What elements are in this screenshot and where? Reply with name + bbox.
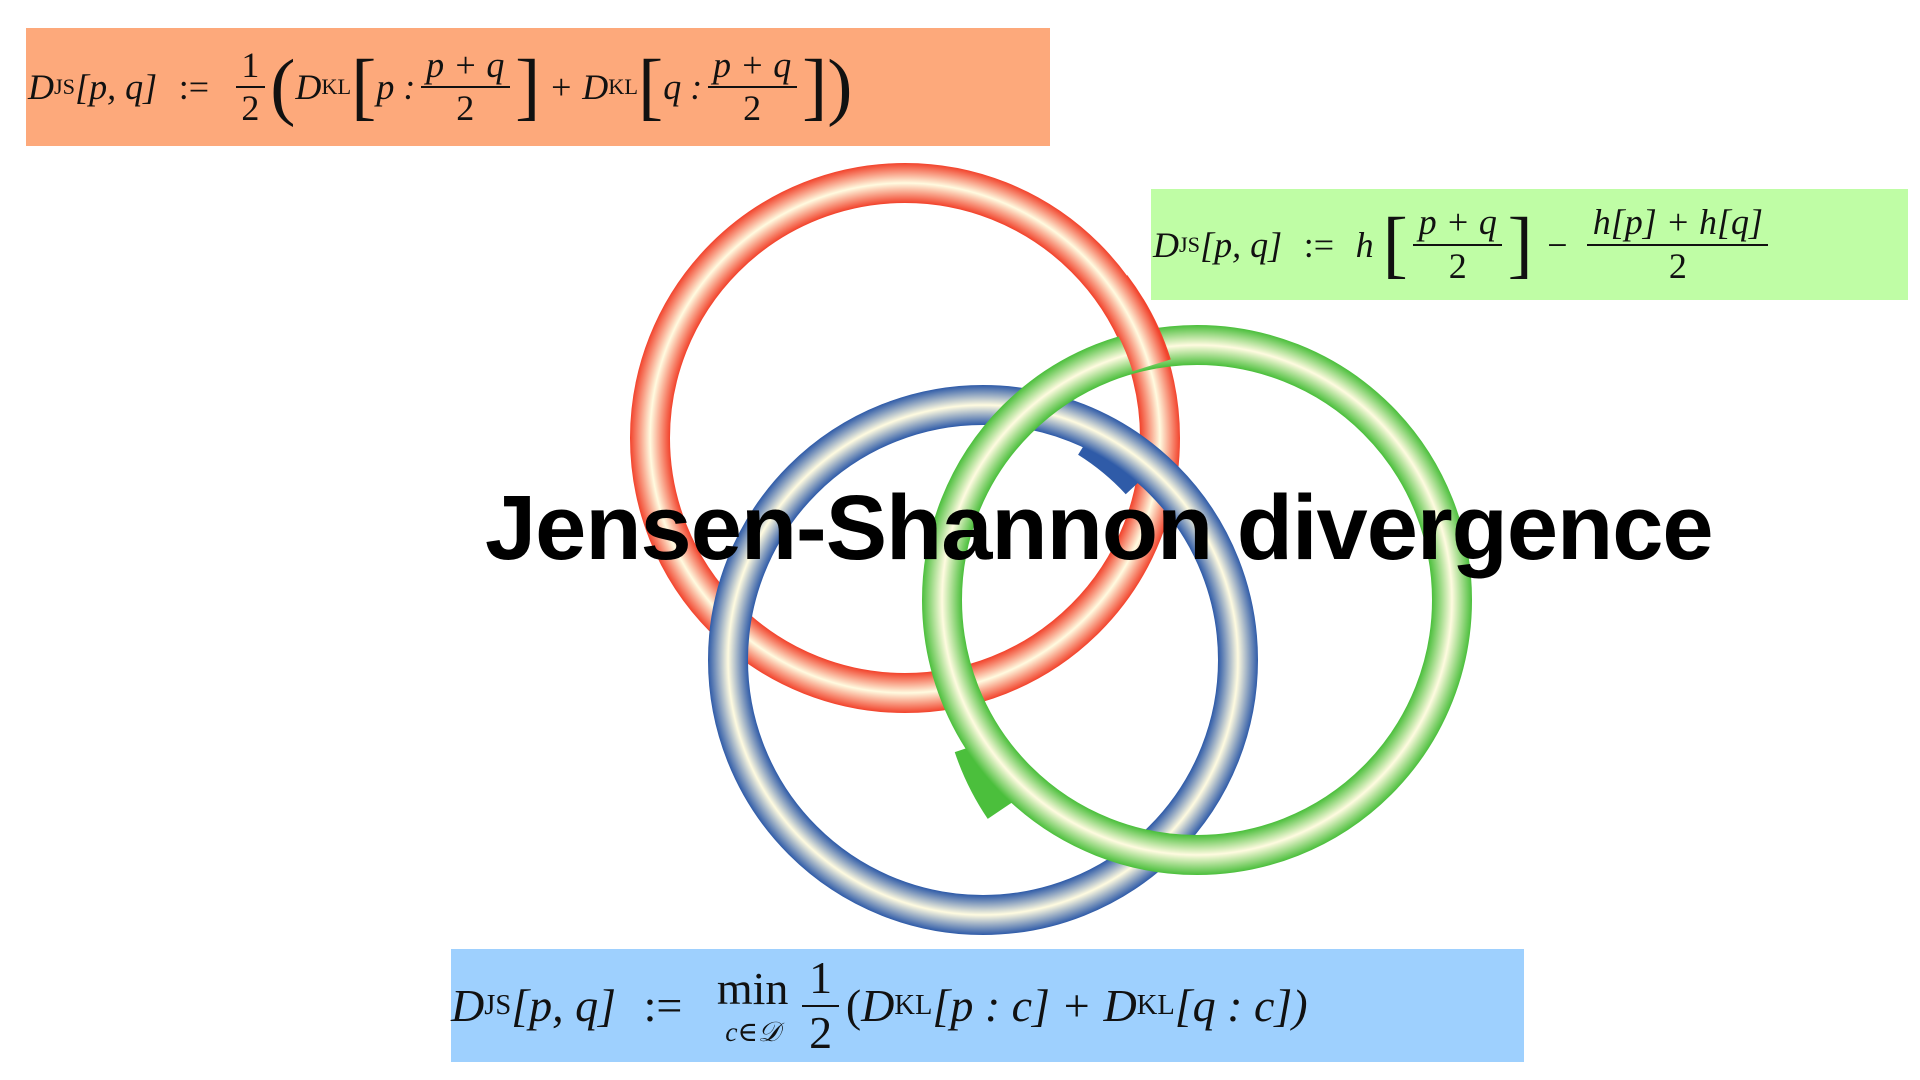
half-num: 1 [236,45,265,88]
mid-fraction-2: p + q 2 [707,45,797,130]
half-den: 2 [241,88,260,128]
lhs-sub: JS [484,989,512,1021]
green-ring [922,325,1472,875]
plus-symbol: + [551,67,572,107]
mid2-num: p + q [707,45,797,88]
mix-fraction: p + q 2 [1413,202,1503,287]
min-operator: min c∈𝒟 [717,962,789,1049]
blue-over-red-crossing [1077,420,1156,495]
green-over-blue-crossing [954,739,1022,819]
close-paren: ) [827,45,853,129]
mix-den: 2 [1448,245,1467,286]
min-word: min [716,963,789,1014]
half-num: 1 [802,952,839,1007]
term-1: [p : c] [932,980,1050,1031]
avg-den: 2 [1668,245,1687,286]
red-over-green-crossing [1095,275,1171,372]
mid2-den: 2 [743,88,762,128]
diagram-title: Jensen-Shannon divergence [485,477,1714,579]
lhs-args: [p, q] [511,980,617,1031]
open-bracket-2: [ [638,45,664,129]
close-bracket-1: ] [515,45,541,129]
avg-num: h[p] + h[q] [1587,202,1769,246]
close-bracket: ] [1507,202,1533,286]
assign-symbol: := [643,980,683,1031]
lhs-d: D [451,980,485,1031]
blue-ring [708,385,1258,935]
lhs-d: D [28,67,54,107]
d2: D [1103,980,1137,1031]
arg-2: q : [663,67,703,107]
body-open-paren: ( [845,980,862,1031]
d1-sub: KL [894,989,933,1021]
plus-symbol: + [1063,980,1090,1031]
minus-symbol: − [1547,224,1568,265]
half-fraction: 1 2 [236,45,265,130]
avg-fraction: h[p] + h[q] 2 [1587,202,1769,287]
mid1-num: p + q [420,45,510,88]
mid1-den: 2 [456,88,475,128]
d2: D [582,67,609,107]
lhs-d: D [1153,224,1179,265]
d1-sub: KL [321,74,352,99]
d2-sub: KL [1136,989,1175,1021]
close-bracket-2: ] [802,45,828,129]
red-ring [630,163,1180,713]
assign-symbol: := [178,67,210,107]
lhs-sub: JS [54,74,76,99]
assign-symbol: := [1303,224,1335,265]
lhs-args: [p, q] [75,67,158,107]
mid-fraction-1: p + q 2 [420,45,510,130]
open-paren: ( [270,45,296,129]
min-under: c∈𝒟 [725,1016,780,1047]
term-2: [q : c]) [1174,980,1308,1031]
mix-num: p + q [1413,202,1503,246]
d1: D [295,67,322,107]
lhs-args: [p, q] [1200,224,1283,265]
open-bracket: [ [1382,202,1408,286]
d1: D [861,980,895,1031]
arg-1: p : [376,67,416,107]
open-bracket-1: [ [351,45,377,129]
h-symbol: h [1355,224,1374,265]
half-fraction: 1 2 [802,952,839,1060]
lhs-sub: JS [1179,231,1201,257]
d2-sub: KL [608,74,639,99]
half-den: 2 [809,1006,833,1058]
